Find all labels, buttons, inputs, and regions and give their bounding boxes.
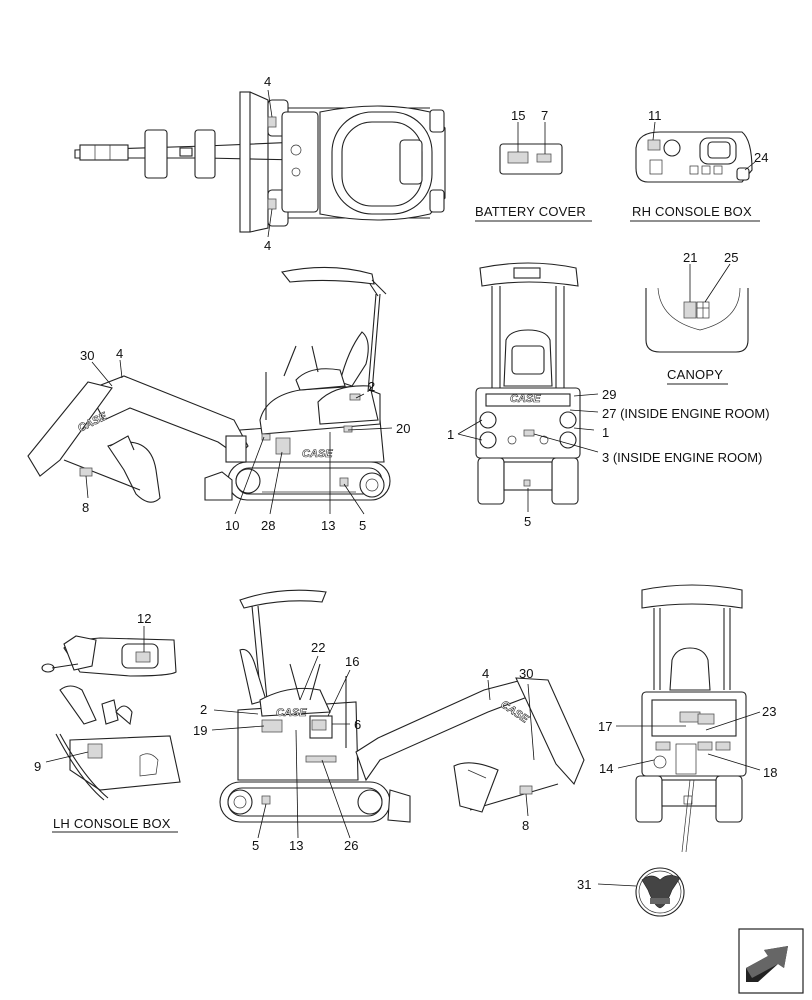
svg-text:CASE: CASE (498, 699, 531, 726)
callout-5-rear: 5 (524, 514, 531, 529)
callout-18: 18 (763, 765, 777, 780)
front-view-machine (635, 584, 747, 853)
callout-5-left: 5 (359, 518, 366, 533)
callout-9: 9 (34, 759, 41, 774)
left-side-view-leaders (85, 359, 393, 515)
callout-28: 28 (261, 518, 275, 533)
top-view-leaders (267, 89, 273, 238)
callout-8-right: 8 (522, 818, 529, 833)
callout-17: 17 (598, 719, 612, 734)
callout-5-right: 5 (252, 838, 259, 853)
callout-24: 24 (754, 150, 768, 165)
callout-21: 21 (683, 250, 697, 265)
next-page-arrow-icon[interactable] (738, 928, 804, 994)
top-view-machine (74, 91, 446, 233)
callout-7: 7 (541, 108, 548, 123)
callout-4-right: 4 (482, 666, 489, 681)
callout-14: 14 (599, 761, 613, 776)
rh-console-box-drawing (630, 121, 760, 222)
callout-13-right: 13 (289, 838, 303, 853)
left-side-view-machine: CASE CASE (27, 266, 391, 503)
callout-29: 29 (602, 387, 616, 402)
lh-console-box-drawing (45, 685, 181, 833)
callout-2-right: 2 (200, 702, 207, 717)
callout-27: 27 (INSIDE ENGINE ROOM) (602, 406, 770, 421)
callout-30-left: 30 (80, 348, 94, 363)
callout-13-left: 13 (321, 518, 335, 533)
lh-console-top-drawing (41, 626, 177, 677)
callout-15: 15 (511, 108, 525, 123)
callout-25: 25 (724, 250, 738, 265)
callout-6: 6 (354, 717, 361, 732)
callout-3: 3 (INSIDE ENGINE ROOM) (602, 450, 762, 465)
callout-12: 12 (137, 611, 151, 626)
canopy-drawing (645, 263, 749, 385)
callout-1-left: 1 (447, 427, 454, 442)
callout-8-left: 8 (82, 500, 89, 515)
callout-23: 23 (762, 704, 776, 719)
right-side-view-leaders (211, 655, 535, 839)
rear-view-leaders (457, 393, 599, 512)
callout-4-top-lower: 4 (264, 238, 271, 253)
callout-11: 11 (648, 108, 662, 123)
caption-lh-console-box: LH CONSOLE BOX (53, 816, 171, 831)
caption-rh-console-box: RH CONSOLE BOX (632, 204, 752, 219)
callout-4-top-upper: 4 (264, 74, 271, 89)
svg-text:CASE: CASE (510, 393, 541, 405)
callout-19: 19 (193, 723, 207, 738)
callout-20: 20 (396, 421, 410, 436)
callout-26: 26 (344, 838, 358, 853)
callout-2-left: 2 (368, 379, 375, 394)
callout-22: 22 (311, 640, 325, 655)
callout-30-right: 30 (519, 666, 533, 681)
eagle-emblem-icon (635, 867, 685, 917)
callout-10: 10 (225, 518, 239, 533)
callout-4-left: 4 (116, 346, 123, 361)
svg-text:CASE: CASE (276, 707, 307, 719)
callout-1-right: 1 (602, 425, 609, 440)
caption-battery-cover: BATTERY COVER (475, 204, 586, 219)
svg-text:CASE: CASE (302, 448, 333, 460)
callout-16: 16 (345, 654, 359, 669)
callout-31: 31 (577, 877, 591, 892)
caption-canopy: CANOPY (667, 367, 723, 382)
front-view-leaders (597, 711, 761, 887)
rear-view-machine: CASE (475, 262, 581, 505)
battery-cover-drawing (475, 122, 592, 222)
